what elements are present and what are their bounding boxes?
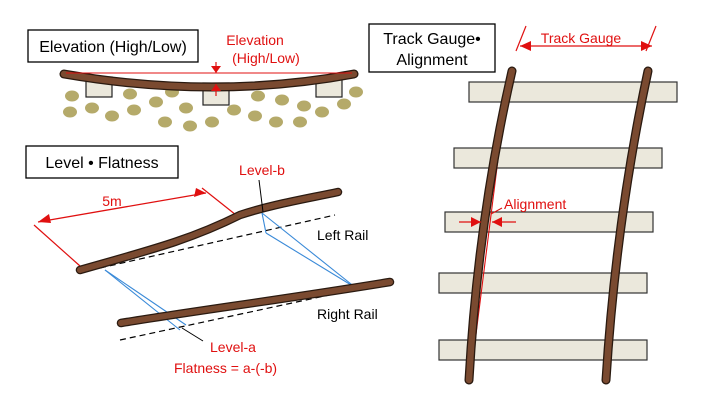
gauge-left-rail — [465, 67, 516, 384]
elevation-title: Elevation (High/Low) — [39, 39, 187, 56]
level-title: Level • Flatness — [45, 155, 158, 172]
arrow-left-icon — [38, 214, 51, 223]
left-reference-line — [99, 214, 336, 269]
left-rail-label: Left Rail — [317, 227, 368, 243]
level-b-pointer — [258, 179, 264, 213]
distance-dimension-line — [37, 192, 207, 223]
gauge-right-rail — [602, 67, 652, 384]
arrow-right-icon — [641, 41, 652, 51]
gauge-panel: Track Gauge• Alignment Track Gauge Ali — [368, 23, 678, 385]
flatness-formula: Flatness = a-(-b) — [174, 360, 277, 376]
arrow-up-icon — [211, 84, 221, 91]
arrow-right-icon — [471, 217, 481, 227]
left-rail — [77, 189, 341, 273]
elevation-panel: Elevation (High/Low) — [27, 29, 363, 132]
arrow-left-icon — [492, 217, 502, 227]
arrow-down-icon — [211, 66, 221, 73]
level-a-pointer — [181, 327, 204, 342]
elevation-title-box — [27, 29, 199, 63]
track-gauge-label: Track Gauge — [541, 30, 622, 46]
elevation-annotation-line2: (High/Low) — [232, 50, 300, 66]
right-rail-label: Right Rail — [317, 306, 378, 322]
gauge-title-box — [368, 23, 496, 73]
level-title-box — [25, 145, 179, 179]
distance-label: 5m — [102, 193, 121, 209]
gauge-title-line1: Track Gauge• — [383, 31, 481, 48]
level-b-label: Level-b — [239, 162, 285, 178]
level-a-label: Level-a — [210, 339, 256, 355]
arrow-right-icon — [194, 188, 206, 197]
ballast — [63, 86, 363, 132]
right-rail — [118, 279, 393, 326]
gauge-sleepers — [438, 81, 678, 361]
arrow-left-icon — [520, 41, 531, 51]
level-panel: Level • Flatness 5m Level-b Left Rail — [25, 145, 395, 376]
gauge-title-line2: Alignment — [396, 52, 468, 69]
elevation-annotation-line1: Elevation — [226, 32, 284, 48]
elevation-rail — [60, 70, 358, 91]
alignment-label: Alignment — [504, 196, 566, 212]
